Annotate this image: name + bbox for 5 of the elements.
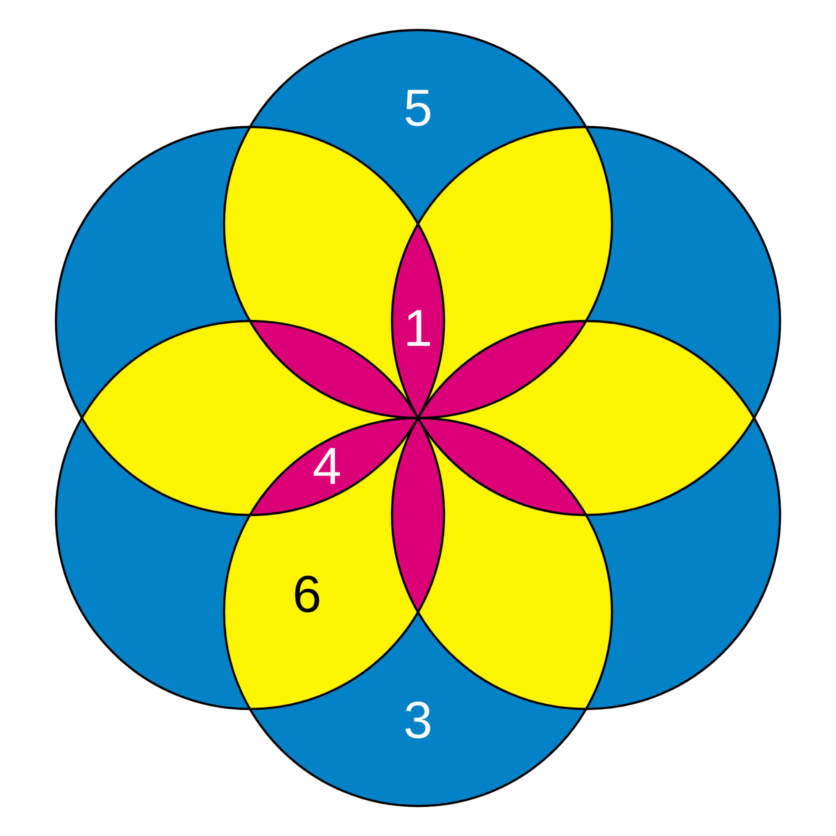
region-number: 4	[314, 448, 340, 484]
region-number: 6	[295, 576, 320, 612]
region-number: 5	[406, 90, 430, 126]
region-number: 3	[406, 702, 430, 738]
region-number: 1	[408, 310, 430, 346]
